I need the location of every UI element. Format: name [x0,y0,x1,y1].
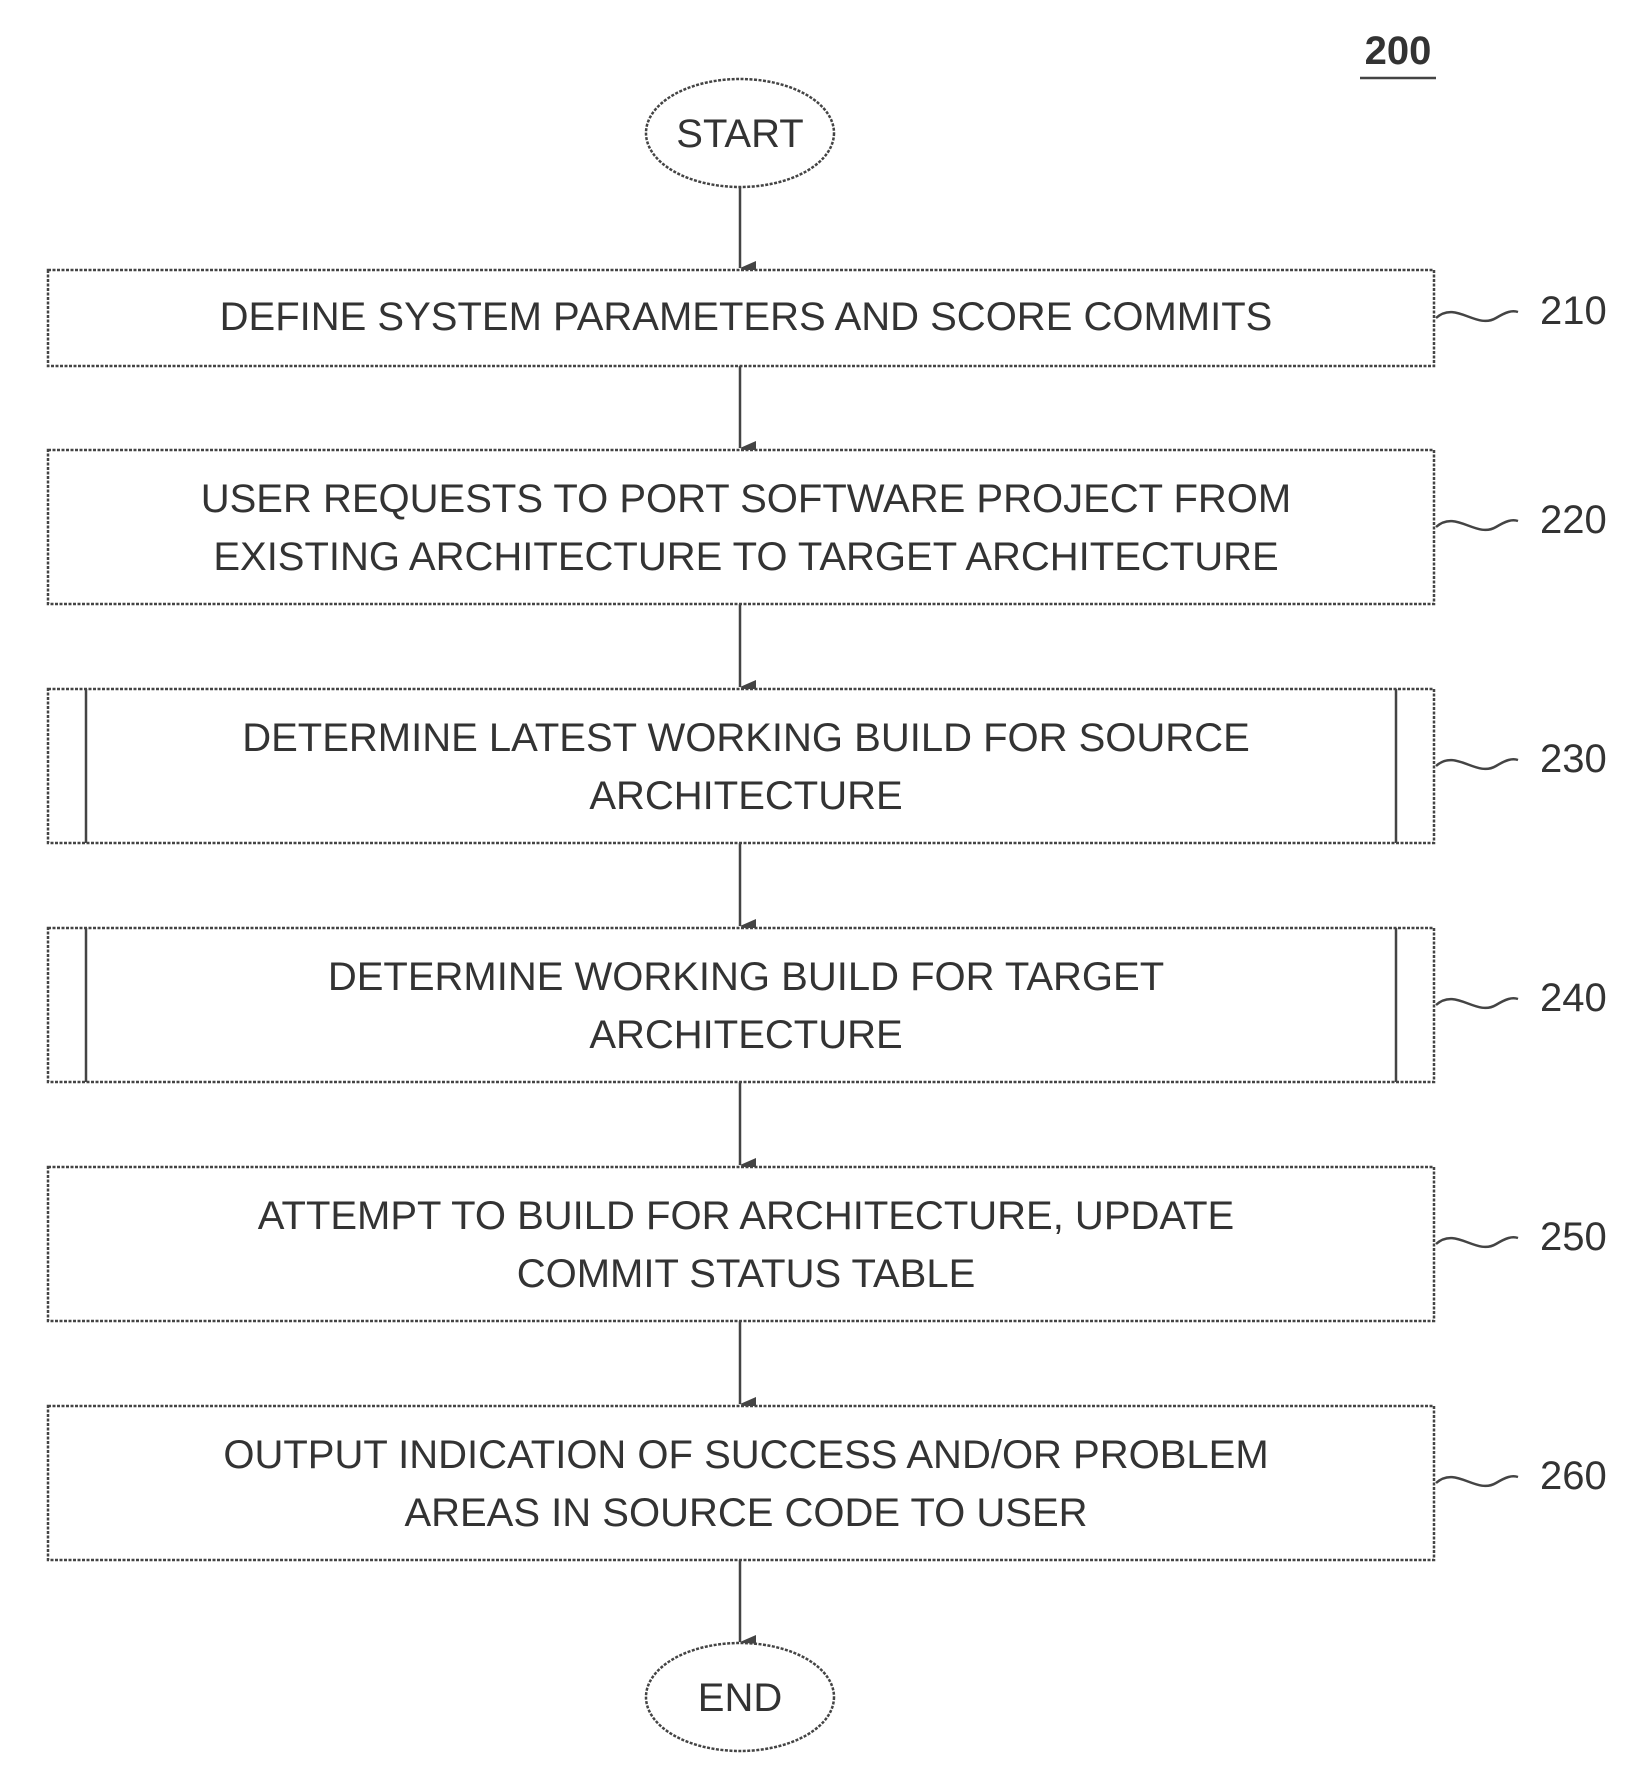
step-230-line-2: ARCHITECTURE [589,774,902,818]
step-220-leader [1436,520,1518,530]
start-label: START [676,112,803,156]
step-230-box [48,689,1434,843]
step-230-ref: 230 [1540,737,1607,781]
step-250-box [48,1167,1434,1321]
step-260-line-1: OUTPUT INDICATION OF SUCCESS AND/OR PROB… [223,1433,1268,1477]
step-260-leader [1436,1476,1518,1486]
step-240-box [48,928,1434,1082]
step-260: OUTPUT INDICATION OF SUCCESS AND/OR PROB… [48,1406,1607,1560]
step-220-line-2: EXISTING ARCHITECTURE TO TARGET ARCHITEC… [213,535,1278,579]
step-240-ref: 240 [1540,976,1607,1020]
step-240: DETERMINE WORKING BUILD FOR TARGET ARCHI… [48,928,1607,1082]
step-240-leader [1436,998,1518,1008]
step-210-ref: 210 [1540,289,1607,333]
step-260-ref: 260 [1540,1454,1607,1498]
step-230: DETERMINE LATEST WORKING BUILD FOR SOURC… [48,689,1607,843]
step-220-ref: 220 [1540,498,1607,542]
step-220-line-1: USER REQUESTS TO PORT SOFTWARE PROJECT F… [201,477,1292,521]
step-230-leader [1436,759,1518,769]
step-230-line-1: DETERMINE LATEST WORKING BUILD FOR SOURC… [242,716,1250,760]
step-250-line-2: COMMIT STATUS TABLE [517,1252,976,1296]
step-250-line-1: ATTEMPT TO BUILD FOR ARCHITECTURE, UPDAT… [258,1194,1234,1238]
step-210: DEFINE SYSTEM PARAMETERS AND SCORE COMMI… [48,270,1607,366]
step-240-line-1: DETERMINE WORKING BUILD FOR TARGET [328,955,1164,999]
step-240-line-2: ARCHITECTURE [589,1013,902,1057]
step-260-line-2: AREAS IN SOURCE CODE TO USER [404,1491,1087,1535]
end-label: END [698,1676,782,1720]
step-250-ref: 250 [1540,1215,1607,1259]
step-250-leader [1436,1237,1518,1247]
step-260-box [48,1406,1434,1560]
figure-number: 200 [1365,29,1432,73]
step-210-leader [1436,311,1518,321]
step-210-line-1: DEFINE SYSTEM PARAMETERS AND SCORE COMMI… [220,295,1273,339]
step-220-box [48,450,1434,604]
step-250: ATTEMPT TO BUILD FOR ARCHITECTURE, UPDAT… [48,1167,1607,1321]
step-220: USER REQUESTS TO PORT SOFTWARE PROJECT F… [48,450,1607,604]
